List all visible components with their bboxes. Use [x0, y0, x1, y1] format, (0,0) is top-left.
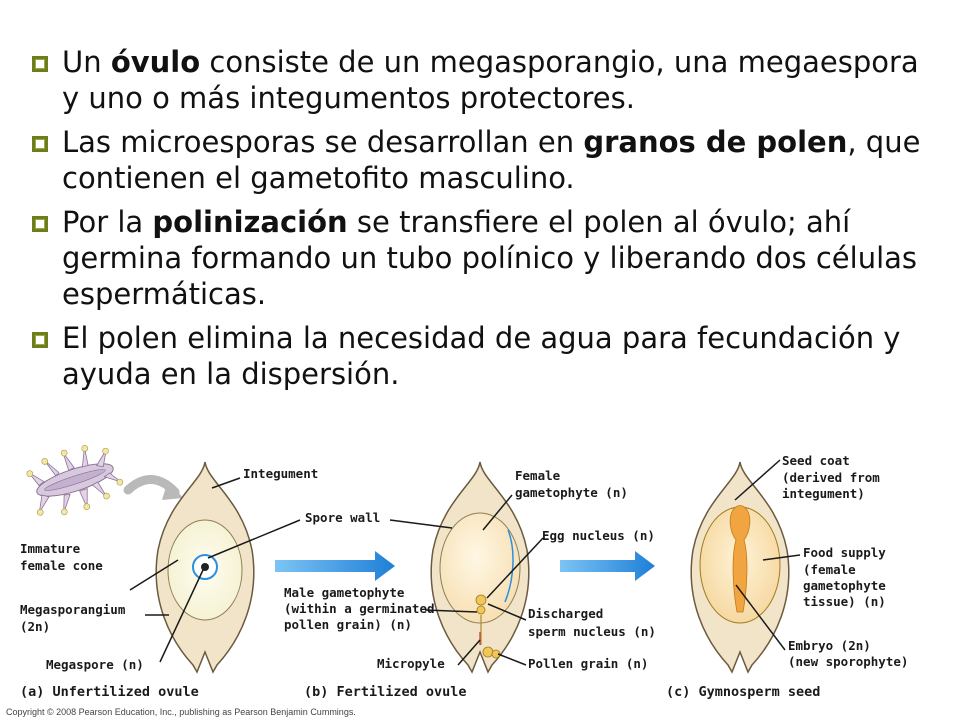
label-discharged-2: sperm nucleus (n): [528, 624, 656, 639]
label-embryo-2: (new sporophyte): [788, 654, 908, 669]
arrow-a-to-b: [275, 551, 395, 581]
label-seed-coat-2: (derived from: [782, 470, 880, 485]
arrow-b-to-c: [560, 551, 655, 581]
label-integument: Integument: [243, 466, 318, 481]
label-seed-coat-1: Seed coat: [782, 453, 850, 468]
label-male-gametophyte-2: (within a germinated: [284, 601, 435, 616]
bullet-text: se transfiere el polen al óvulo; ahí ger…: [62, 205, 918, 311]
label-megasporangium-2: (2n): [20, 619, 50, 634]
label-megasporangium-1: Megasporangium: [20, 602, 126, 617]
bullet-item: Un óvulo consiste de un megasporangio, u…: [26, 44, 926, 116]
bullet-text: consiste de un megasporangio, una megaes…: [62, 45, 919, 115]
bold-term: óvulo: [110, 45, 201, 79]
caption-a: (a) Unfertilized ovule: [20, 684, 199, 700]
square-bullet-icon: [32, 136, 48, 152]
label-egg-nucleus: Egg nucleus (n): [542, 528, 655, 543]
bullet-text: , que contienen el gametofito masculino.: [62, 125, 921, 195]
bullet-list: Un óvulo consiste de un megasporangio, u…: [26, 44, 926, 400]
gymnosperm-seed: [690, 461, 790, 674]
label-food-supply-2: (female: [803, 562, 856, 577]
square-bullet-icon: [32, 332, 48, 348]
caption-b: (b) Fertilized ovule: [304, 684, 467, 700]
bullet-text: Las microesporas se desarrollan en: [62, 125, 584, 159]
label-female-gametophyte-2: gametophyte (n): [515, 485, 628, 500]
label-immature-cone-1: Immature: [20, 541, 81, 556]
bullet-item: Por la polinización se transfiere el pol…: [26, 204, 926, 312]
square-bullet-icon: [32, 216, 48, 232]
square-bullet-icon: [32, 56, 48, 72]
bullet-text: Un: [62, 45, 111, 79]
label-immature-cone-2: female cone: [20, 558, 103, 573]
label-seed-coat-3: integument): [782, 486, 865, 501]
label-embryo-1: Embryo (2n): [788, 638, 871, 653]
label-food-supply-1: Food supply: [803, 545, 886, 560]
label-male-gametophyte-1: Male gametophyte: [284, 585, 405, 600]
label-spore-wall: Spore wall: [305, 510, 380, 525]
label-female-gametophyte-1: Female: [515, 468, 561, 483]
ovule-diagram: Integument Spore wall Immature female co…: [6, 445, 908, 717]
fertilized-ovule: [430, 461, 530, 674]
label-megaspore: Megaspore (n): [46, 657, 144, 672]
bold-term: granos de polen: [583, 125, 848, 159]
bullet-item: El polen elimina la necesidad de agua pa…: [26, 320, 926, 392]
bullet-item: Las microesporas se desarrollan en grano…: [26, 124, 926, 196]
leader-lines: [129, 459, 801, 666]
label-discharged-1: Discharged: [528, 606, 603, 621]
bullet-text: El polen elimina la necesidad de agua pa…: [62, 321, 901, 391]
label-micropyle: Micropyle: [377, 656, 445, 671]
label-food-supply-3: gametophyte: [803, 578, 886, 593]
copyright-notice: Copyright © 2008 Pearson Education, Inc.…: [6, 707, 356, 717]
caption-c: (c) Gymnosperm seed: [666, 684, 820, 700]
label-pollen-grain: Pollen grain (n): [528, 656, 648, 671]
label-food-supply-4: tissue) (n): [803, 594, 886, 609]
bullet-text: Por la: [62, 205, 153, 239]
label-male-gametophyte-3: pollen grain) (n): [284, 617, 412, 632]
bold-term: polinización: [152, 205, 348, 239]
female-cone-illustration: [26, 445, 183, 516]
